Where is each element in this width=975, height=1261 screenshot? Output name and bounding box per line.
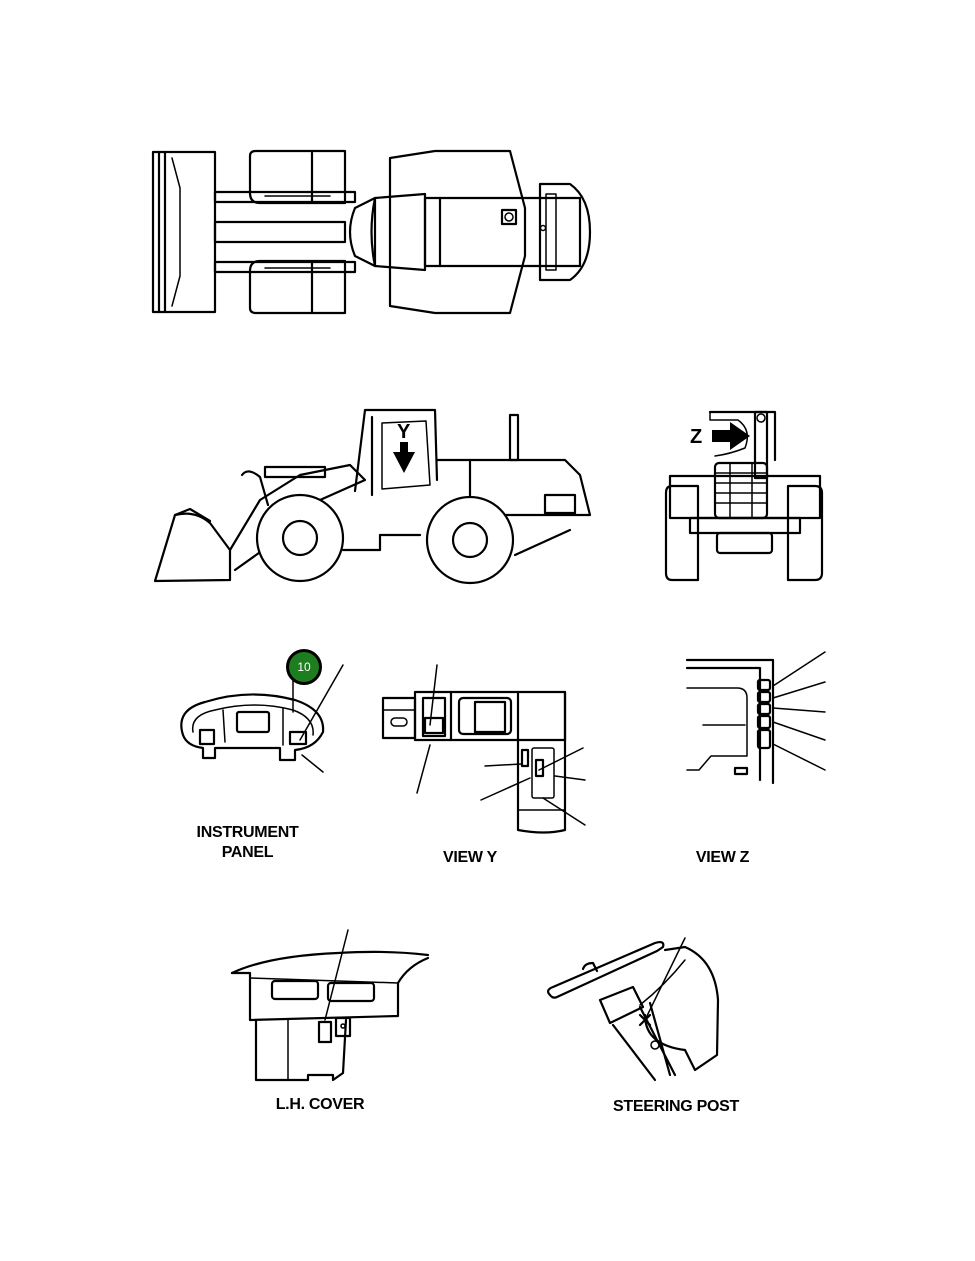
- lh-cover-figure: [228, 928, 433, 1088]
- view-z-caption: VIEW Z: [695, 849, 750, 866]
- steering-post-figure: [545, 935, 725, 1085]
- lh-cover-drawing: [230, 929, 430, 1082]
- view-y-marker-letter: Y: [397, 421, 411, 443]
- loader-rear-view: Z: [660, 408, 830, 586]
- view-z-figure: [685, 648, 830, 788]
- view-y-caption: VIEW Y: [443, 849, 497, 866]
- view-y-drawing: [381, 664, 586, 834]
- loader-top-view: [150, 148, 595, 316]
- instrument-panel-figure: [175, 640, 345, 780]
- view-y-figure: [375, 660, 590, 835]
- loader-rear-view-drawing: Z: [664, 410, 824, 582]
- view-z-drawing: [685, 651, 826, 785]
- instrument-panel-caption-line2: PANEL: [221, 844, 274, 861]
- instrument-panel-caption-line1: INSTRUMENT: [196, 824, 299, 841]
- callout-10[interactable]: 10: [286, 649, 322, 685]
- instrument-panel-caption: INSTRUMENT PANEL: [180, 823, 315, 863]
- loader-top-view-drawing: [151, 149, 592, 315]
- instrument-panel-drawing: [180, 664, 344, 773]
- loader-side-view-drawing: Y: [153, 408, 592, 585]
- steering-post-drawing: [546, 937, 720, 1082]
- lh-cover-caption: L.H. COVER: [275, 1096, 365, 1113]
- view-z-marker-letter: Z: [690, 426, 702, 448]
- loader-side-view: Y: [150, 405, 595, 585]
- steering-post-caption: STEERING POST: [613, 1098, 739, 1115]
